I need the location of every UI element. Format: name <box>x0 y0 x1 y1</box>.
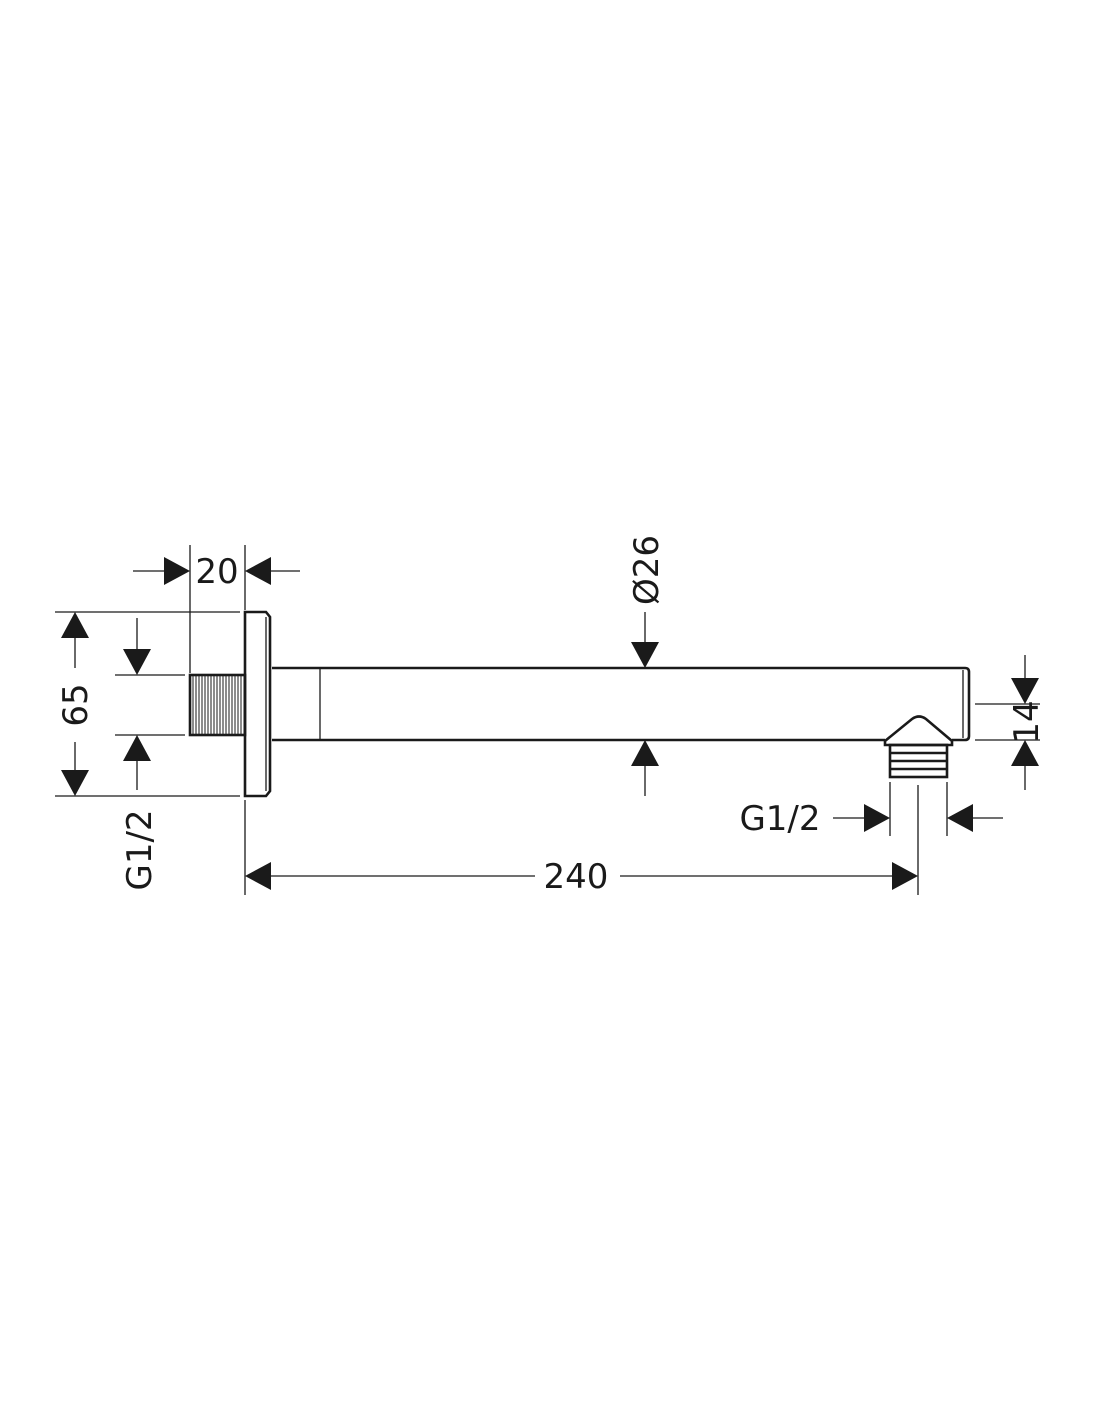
arrow-down-icon <box>61 770 89 796</box>
arrow-up-icon <box>61 612 89 638</box>
arrow-down-icon <box>1011 678 1039 704</box>
dimension-projection: 240 <box>244 785 919 897</box>
dimension-flange-depth: 20 <box>133 545 300 673</box>
dim-label-outlet-g12: G1/2 <box>739 799 820 839</box>
dimension-outlet-thread: G1/2 <box>739 782 1003 839</box>
arrow-right-icon <box>164 557 190 585</box>
outlet-connector <box>883 715 954 779</box>
arrow-right-icon <box>864 804 890 832</box>
dimension-inlet-thread: G1/2 <box>115 618 185 891</box>
dimension-flange-diameter: 65 <box>55 611 240 797</box>
arrow-left-icon <box>947 804 973 832</box>
pipe <box>272 666 971 742</box>
wall-flange <box>243 610 272 798</box>
dim-label-inlet-g12: G1/2 <box>120 809 160 890</box>
dim-label-26: Ø26 <box>627 535 667 605</box>
arrow-left-icon <box>245 862 271 890</box>
arrow-right-icon <box>892 862 918 890</box>
arrow-left-icon <box>245 557 271 585</box>
dim-label-65: 65 <box>56 683 96 726</box>
arrow-up-icon <box>631 740 659 766</box>
dim-label-14: 14 <box>1007 700 1047 743</box>
dim-label-20: 20 <box>195 552 238 592</box>
inlet-thread-nipple <box>188 673 247 737</box>
arrow-up-icon <box>123 735 151 761</box>
dim-label-240: 240 <box>544 857 609 897</box>
arrow-down-icon <box>123 649 151 675</box>
dimension-outlet-offset: 14 <box>975 655 1047 790</box>
shower-arm-body <box>188 610 971 798</box>
arrow-down-icon <box>631 642 659 668</box>
arrow-up-icon <box>1011 740 1039 766</box>
dimension-pipe-diameter: Ø26 <box>627 535 667 796</box>
